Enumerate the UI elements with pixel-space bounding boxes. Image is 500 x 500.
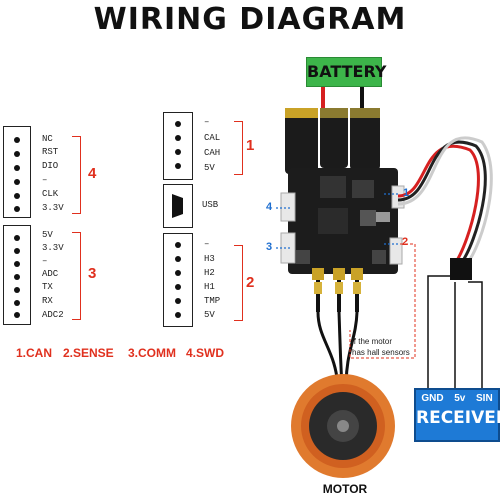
- can-connector: [163, 112, 193, 180]
- receiver-title: RECEIVER: [416, 408, 500, 428]
- pin: [175, 121, 181, 127]
- pin: [175, 284, 181, 290]
- pin: [14, 312, 20, 318]
- comm-pin-label: 3.3V: [42, 243, 64, 253]
- legend-sense: 2.SENSE: [63, 346, 114, 360]
- pin: [14, 137, 20, 143]
- motor-label: MOTOR: [322, 482, 368, 496]
- callout-1: 1: [403, 187, 410, 199]
- swd-bracket: [72, 136, 81, 214]
- sense-number: 2: [246, 274, 255, 291]
- pin: [14, 274, 20, 280]
- pin: [14, 287, 20, 293]
- legend-comm: 3.COMM: [128, 346, 176, 360]
- receiver-pin-gnd: GND: [421, 393, 444, 404]
- sense-pin-label: H1: [204, 282, 215, 292]
- sense-connector: [163, 233, 193, 327]
- comm-pin-label: TX: [42, 282, 53, 292]
- note-line: if the motor: [352, 337, 393, 346]
- swd-pin-label: CLK: [42, 189, 59, 199]
- note-line: has hall sensors: [352, 348, 410, 357]
- comm-pin-label: –: [42, 256, 48, 266]
- comm-pin-label: ADC: [42, 269, 59, 279]
- swd-pin-label: NC: [42, 134, 53, 144]
- pin: [14, 261, 20, 267]
- comm-pin-label: ADC2: [42, 310, 64, 320]
- swd-connector: [3, 126, 31, 218]
- legend-can: 1.CAN: [16, 346, 53, 360]
- callout-4: 4: [266, 201, 273, 213]
- pin: [14, 151, 20, 157]
- pin: [14, 300, 20, 306]
- can-number: 1: [246, 137, 255, 154]
- callout-3: 3: [266, 241, 273, 253]
- sense-pin-label: 5V: [204, 310, 215, 320]
- swd-number: 4: [88, 165, 97, 182]
- pin: [175, 270, 181, 276]
- receiver-pins: GND 5v SIN: [416, 393, 498, 404]
- pin: [14, 179, 20, 185]
- usb-label: USB: [202, 200, 219, 210]
- sense-pin-label: H3: [204, 254, 215, 264]
- pin: [14, 165, 20, 171]
- page-title: WIRING DIAGRAM: [93, 2, 407, 37]
- can-pin-label: CAH: [204, 148, 221, 158]
- sense-pin-label: TMP: [204, 296, 221, 306]
- usb-icon: [172, 194, 183, 218]
- pin: [175, 149, 181, 155]
- can-pin-label: 5V: [204, 163, 215, 173]
- comm-bracket: [72, 232, 81, 320]
- can-bracket: [234, 121, 243, 175]
- can-pin-label: –: [204, 117, 210, 127]
- pin: [14, 206, 20, 212]
- pin: [14, 248, 20, 254]
- hall-sensor-note: if the motor has hall sensors: [352, 336, 410, 358]
- pin: [175, 135, 181, 141]
- pin: [14, 235, 20, 241]
- receiver-module: GND 5v SIN RECEIVER: [414, 388, 500, 442]
- swd-pin-label: RST: [42, 147, 59, 157]
- battery-label: BATTERY: [306, 57, 387, 87]
- comm-pin-label: 5V: [42, 230, 53, 240]
- swd-pin-label: 3.3V: [42, 203, 64, 213]
- pin: [14, 193, 20, 199]
- pin: [175, 163, 181, 169]
- can-pin-label: CAL: [204, 133, 221, 143]
- legend-swd: 4.SWD: [186, 346, 225, 360]
- pin: [175, 312, 181, 318]
- comm-number: 3: [88, 265, 97, 282]
- pin: [175, 298, 181, 304]
- receiver-pin-5v: 5v: [454, 393, 466, 404]
- receiver-pin-sin: SIN: [476, 393, 493, 404]
- usb-connector: [163, 184, 193, 228]
- pin: [175, 256, 181, 262]
- sense-bracket: [234, 245, 243, 321]
- callout-2: 2: [402, 236, 409, 248]
- comm-pin-label: RX: [42, 296, 53, 306]
- pin: [175, 242, 181, 248]
- swd-pin-label: DIO: [42, 161, 59, 171]
- sense-pin-label: H2: [204, 268, 215, 278]
- sense-pin-label: –: [204, 239, 210, 249]
- comm-connector: [3, 225, 31, 325]
- swd-pin-label: –: [42, 175, 48, 185]
